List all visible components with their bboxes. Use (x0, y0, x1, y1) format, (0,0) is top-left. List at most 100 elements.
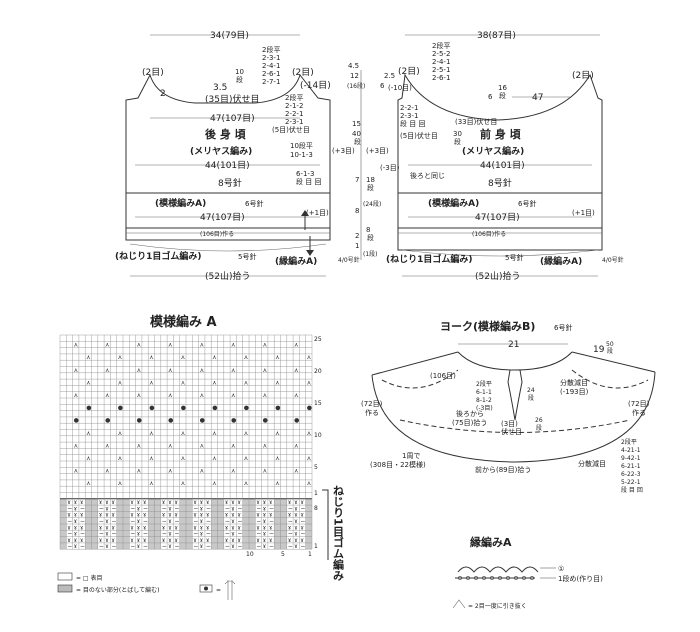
back-needle45: 4/0号針 (338, 256, 360, 264)
chart-shaded-cell (242, 505, 249, 512)
chart-symbol: ⋏ (275, 430, 280, 437)
chart-shaded-cell (249, 498, 256, 506)
yoke-side-24: 24 (527, 387, 535, 394)
chart-a-col-numbers: 10 5 1 (246, 551, 312, 558)
chart-symbol: ɤ (263, 505, 267, 512)
chart-symbol: ɤ (294, 524, 298, 531)
back-edging-curve (129, 243, 327, 252)
chart-symbol: ɤ (288, 524, 292, 531)
chart-symbol: ● (231, 417, 236, 424)
chart-shaded-cell (249, 542, 256, 550)
chart-symbol: − (80, 543, 85, 550)
back-neck-depth: 3.5 (213, 83, 227, 93)
back-neck-dec: (-14目) (300, 80, 331, 91)
chart-shaded-cell (280, 542, 287, 550)
chart-symbol: ɤ (200, 524, 204, 531)
yoke-right-72u: 作る (632, 408, 646, 417)
chart-shaded-cell (123, 542, 130, 550)
edging-a-diagram: 縁編みA ① 1段め(作り目) = 2目一度に引き抜く (452, 535, 603, 610)
chart-symbol: ɤ (143, 512, 147, 519)
chart-symbol: ɤ (237, 537, 241, 544)
chart-shaded-cell (211, 524, 218, 531)
back-side-40: 40 (352, 130, 361, 138)
yoke-right-72: (72目) (628, 400, 650, 408)
chart-symbol: ⋏ (149, 455, 154, 462)
chart-symbol: ɤ (263, 499, 267, 506)
chart-shaded-cell (242, 530, 249, 537)
front-w47: 47 (532, 93, 543, 103)
chart-symbol: − (130, 505, 135, 512)
chart-symbol: ɤ (225, 499, 229, 506)
chart-shaded-cell (211, 517, 218, 524)
center-row-counts: 4.5 12 (16段) 15 40 段 (+3目) 7 18 段 (-3目) … (347, 62, 400, 260)
chart-symbol: ● (263, 417, 268, 424)
chart-shaded-cell (60, 498, 67, 506)
chart-shaded-cell (242, 517, 249, 524)
chart-shaded-cell (217, 536, 224, 543)
chart-symbol: ɤ (294, 499, 298, 506)
chart-shaded-cell (217, 511, 224, 518)
chart-symbol: ⋏ (263, 442, 268, 449)
chart-shaded-cell (85, 517, 92, 524)
chart-symbol: ⋏ (137, 392, 142, 399)
chart-row-20: 20 (314, 368, 322, 375)
back-armhole-rule: 2段平 2-1-2 2-2-1 2-3-1 (285, 93, 303, 126)
edging-a-title: 縁編みA (470, 535, 512, 549)
center-r7: 7 (355, 176, 359, 184)
chart-shaded-cell (274, 505, 281, 512)
chart-shaded-cell (211, 498, 218, 506)
yoke-title: ヨーク(模様編みB) (440, 319, 535, 333)
chart-symbol: − (99, 518, 104, 525)
chart-symbol: − (288, 518, 293, 525)
chart-symbol: ⋏ (275, 354, 280, 361)
chart-shaded-cell (91, 511, 98, 518)
chart-symbol: − (111, 518, 116, 525)
chart-row-25: 25 (314, 336, 322, 343)
back-side-4-5: 4.5 (348, 62, 359, 70)
back-side-2: 2 (160, 89, 166, 99)
chart-symbol: − (111, 543, 116, 550)
back-edging: (縁編みA) (275, 255, 317, 267)
chart-shaded-cell (85, 505, 92, 512)
front-needle6: 6号針 (518, 199, 536, 208)
chart-symbol: ⋏ (74, 342, 79, 349)
yoke-inner-dashed (399, 419, 631, 433)
chart-a-title: 模様編み A (150, 314, 217, 330)
chart-shaded-cell (211, 530, 218, 537)
back-w47-upper: 47(107目) (210, 113, 255, 124)
chart-shaded-cell (123, 511, 130, 518)
chart-symbol: ɤ (80, 512, 84, 519)
chart-shaded-cell (60, 524, 67, 531)
chart-symbol: − (80, 505, 85, 512)
chart-symbol: − (174, 518, 179, 525)
chart-symbol: − (256, 543, 261, 550)
yoke-dec-2: 8-1-2 (476, 397, 492, 404)
chart-symbol: ɤ (105, 505, 109, 512)
center-r18u: 段 (367, 183, 374, 192)
chart-symbol: ɤ (193, 499, 197, 506)
yoke-dec-label: 分散減目 (560, 378, 588, 387)
chart-shaded-cell (91, 542, 98, 550)
chart-shaded-cell (274, 530, 281, 537)
yoke-right-50u: 段 (607, 347, 613, 355)
chart-symbol: ɤ (67, 512, 71, 519)
back-armhole-rule-2: 2-2-1 (285, 110, 303, 118)
chart-shaded-cell (154, 536, 161, 543)
chart-symbol: ɤ (162, 499, 166, 506)
legend-bobble-symbol (224, 580, 236, 600)
edging-row1: ① (558, 565, 564, 573)
chart-shaded-cell (305, 530, 312, 537)
chart-symbol: − (237, 543, 242, 550)
front-armhole-rule: 2-2-1 2-3-1 段 目 回 (400, 104, 425, 128)
front-plus1: (+1目) (572, 209, 595, 217)
chart-symbol: ⋏ (118, 455, 123, 462)
chart-shaded-cell (91, 517, 98, 524)
yoke-dist-5: 5-22-1 (621, 479, 641, 486)
chart-symbol: − (206, 518, 211, 525)
plus3b: (+3目) (366, 147, 389, 155)
minus3b: (-3目) (380, 164, 400, 172)
back-side-15: 15 (352, 120, 361, 128)
chart-shaded-cell (123, 536, 130, 543)
chart-symbol: ɤ (105, 524, 109, 531)
